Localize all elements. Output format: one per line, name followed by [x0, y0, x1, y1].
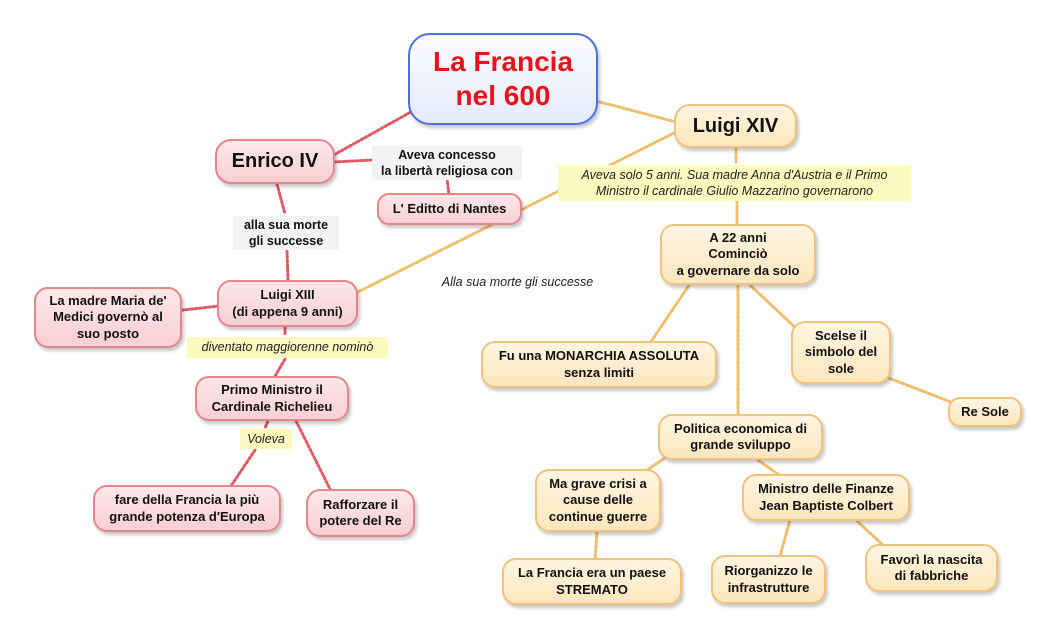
link-root-luigi14 — [594, 99, 678, 124]
node-fabbriche[interactable]: Favorì la nascita di fabbriche — [865, 544, 998, 592]
label-aveva-solo-5-anni: Aveva solo 5 anni. Sua madre Anna d'Aust… — [558, 165, 911, 201]
node-maria-de-medici[interactable]: La madre Maria de' Medici governò al suo… — [34, 287, 182, 348]
node-potenza-europa[interactable]: fare della Francia la più grande potenza… — [93, 485, 281, 532]
link-simbolo-resole — [879, 373, 958, 406]
link-label-editto — [445, 176, 451, 197]
label-voleva: Voleva — [240, 429, 292, 449]
node-politica-economica[interactable]: Politica economica di grande sviluppo — [658, 414, 823, 460]
link-luigi13-maria — [181, 304, 221, 312]
node-rafforzare-potere[interactable]: Rafforzare il potere del Re — [306, 489, 415, 537]
link-a22-simbolo — [748, 283, 802, 334]
node-re-sole[interactable]: Re Sole — [948, 397, 1022, 427]
link-root-enrico — [330, 106, 420, 158]
label-diventato-maggiorenne: diventato maggiorenne nominò — [187, 337, 388, 358]
link-richelieu-label-voleva — [263, 419, 270, 430]
node-colbert[interactable]: Ministro delle Finanze Jean Baptiste Col… — [742, 474, 910, 521]
node-a-22-anni[interactable]: A 22 anni Cominciò a governare da solo — [660, 224, 816, 285]
link-label-richelieu — [272, 357, 287, 380]
label-morte-enrico: alla sua morte gli successe — [233, 216, 339, 250]
node-stremato[interactable]: La Francia era un paese STREMATO — [502, 558, 682, 605]
node-luigi-xiv[interactable]: Luigi XIV — [674, 104, 797, 148]
link-a22-monarchia — [648, 282, 692, 345]
link-richelieu-rafforzare — [294, 419, 333, 493]
node-luigi-xiii[interactable]: Luigi XIII (di appena 9 anni) — [217, 280, 358, 327]
link-label-potenza — [229, 448, 257, 488]
node-simbolo-sole[interactable]: Scelse il simbolo del sole — [791, 321, 891, 384]
link-enrico-label-morte — [275, 182, 287, 216]
link-politica-colbert — [753, 456, 784, 479]
link-enrico-label-concesso — [332, 158, 374, 164]
link-colbert-fabbriche — [854, 518, 886, 548]
link-crisi-stremato — [593, 530, 599, 562]
link-label-luigi13 — [285, 249, 290, 282]
label-concesso-liberta: Aveva concesso la libertà religiosa con — [372, 146, 522, 180]
node-richelieu[interactable]: Primo Ministro il Cardinale Richelieu — [195, 376, 349, 421]
node-enrico-iv[interactable]: Enrico IV — [215, 139, 335, 184]
label-morte-luigi13: Alla sua morte gli successe — [441, 274, 594, 289]
root-node[interactable]: La Francia nel 600 — [408, 33, 598, 125]
node-grave-crisi[interactable]: Ma grave crisi a cause delle continue gu… — [535, 469, 661, 532]
node-monarchia-assoluta[interactable]: Fu una MONARCHIA ASSOLUTA senza limiti — [481, 341, 717, 388]
link-colbert-riorganizzo — [778, 518, 792, 558]
node-riorganizzo[interactable]: Riorganizzo le infrastrutture — [711, 555, 826, 604]
node-editto-nantes[interactable]: L' Editto di Nantes — [377, 193, 522, 225]
